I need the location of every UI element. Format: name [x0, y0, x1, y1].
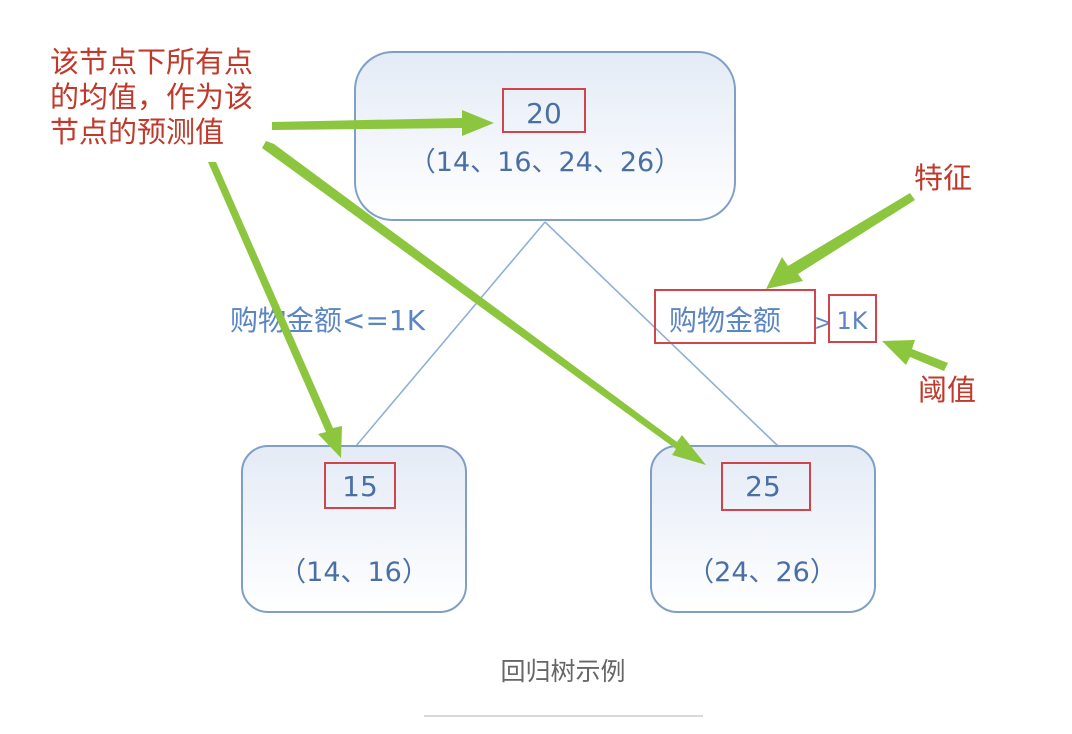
right-value-box: [721, 462, 811, 511]
right-samples: （24、26）: [687, 557, 837, 588]
split-threshold: 1K: [836, 307, 868, 335]
root-node: 20 （14、16、24、26）: [354, 51, 736, 221]
left-child-node: 15 （14、16）: [241, 445, 467, 613]
left-split-label: 购物金额<=1K: [230, 304, 426, 337]
root-value: 20: [526, 97, 562, 130]
threshold-box: [828, 294, 877, 343]
arrow-from-threshold: [882, 340, 948, 371]
arrow-from-feature: [766, 193, 915, 289]
annotation-mean-line-1: 该节点下所有点: [50, 45, 253, 79]
annotation-mean-line-2: 的均值，作为该: [50, 80, 253, 114]
arrow-to-right-value: [262, 141, 706, 465]
right-child-node: 25 （24、26）: [650, 445, 876, 613]
left-value-box: [324, 462, 396, 509]
edge-root-to-right: [544, 221, 779, 447]
annotation-mean-line-3: 节点的预测值: [50, 115, 224, 149]
annotation-feature: 特征: [914, 161, 972, 195]
annotation-mean: 该节点下所有点 的均值，作为该 节点的预测值: [50, 45, 253, 149]
annotation-threshold: 阈值: [918, 373, 976, 407]
root-value-box: [502, 88, 586, 133]
figure-caption: 回归树示例: [500, 657, 625, 686]
left-value: 15: [342, 470, 378, 503]
arrow-to-root-value: [272, 110, 494, 136]
left-samples: （14、16）: [279, 557, 429, 588]
right-value: 25: [745, 470, 781, 503]
root-samples: （14、16、24、26）: [409, 147, 681, 178]
edge-root-to-left: [355, 221, 546, 447]
split-operator: >: [814, 311, 832, 336]
split-feature: 购物金额: [669, 304, 781, 337]
right-split-label: 购物金额 > 1K: [654, 289, 877, 344]
arrow-to-left-value: [208, 162, 342, 458]
feature-box: [654, 289, 816, 344]
